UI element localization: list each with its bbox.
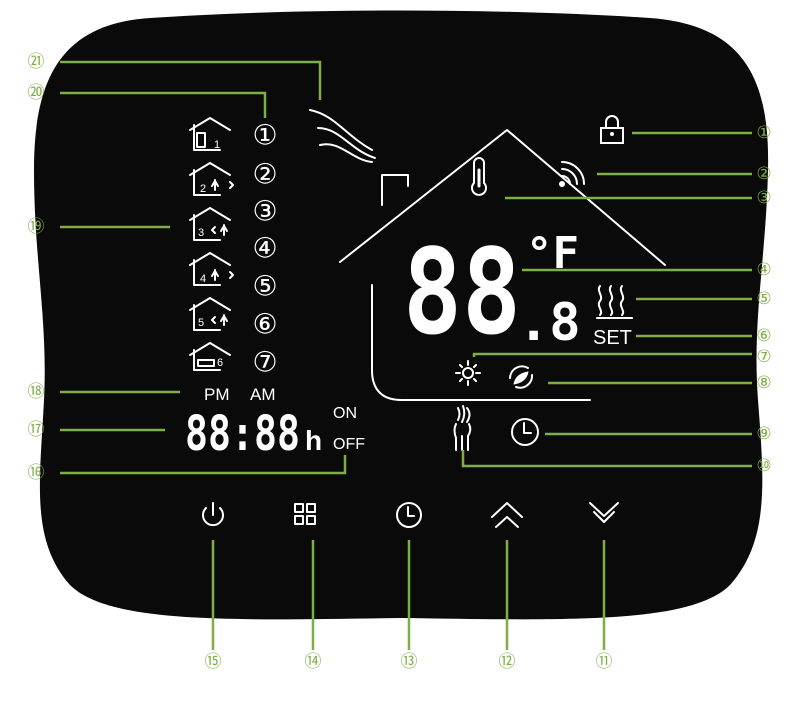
period-5-return-icon — [189, 297, 231, 331]
callout-lines — [60, 60, 752, 650]
day-3: ③ — [252, 195, 277, 228]
am-label: AM — [250, 385, 276, 404]
thermostat-panel — [34, 10, 769, 620]
temperature-unit: °F — [526, 228, 579, 279]
off-label: OFF — [333, 436, 365, 453]
callout-6: ⑥ — [756, 326, 771, 346]
temperature-decimal: .8 — [518, 293, 581, 353]
lock-icon — [600, 115, 624, 144]
menu-button[interactable] — [294, 503, 316, 525]
period-4-leave-icon — [189, 252, 234, 286]
thermometer-icon — [471, 157, 487, 196]
period-6-sleep-icon — [189, 342, 231, 371]
house-outline — [339, 129, 666, 401]
fan-icon — [309, 109, 376, 163]
callout-7: ⑦ — [756, 347, 771, 367]
wifi-icon — [559, 161, 585, 187]
clock-readout: 88:88 — [185, 406, 300, 462]
period-3-number: 3 — [198, 227, 204, 239]
hand-icon — [453, 405, 472, 451]
period-2-leave-icon — [189, 162, 234, 196]
schedule-clock-icon — [511, 418, 539, 446]
callout-15: ⑮ — [205, 652, 222, 672]
on-label: ON — [333, 405, 357, 422]
clock-button[interactable] — [396, 502, 422, 528]
period-1-home-icon — [189, 117, 231, 151]
period-4-number: 4 — [200, 273, 206, 285]
callout-21: ㉑ — [28, 52, 45, 72]
hour-suffix: h — [305, 425, 322, 456]
period-2-number: 2 — [200, 183, 206, 195]
day-7: ⑦ — [252, 346, 277, 379]
callout-numbers: ① ② ③ ④ ⑤ ⑥ ⑦ ⑧ ⑨ ⑩ ⑪ ⑫ ⑬ ⑭ ⑮ ⑯ ⑰ ⑱ ⑲ ⑳ … — [28, 52, 772, 672]
callout-10: ⑩ — [756, 456, 771, 476]
day-indicators: ① ② ③ ④ ⑤ ⑥ ⑦ — [252, 119, 277, 379]
callout-16: ⑯ — [28, 463, 45, 483]
sun-icon — [455, 360, 481, 386]
period-5-number: 5 — [198, 317, 204, 329]
day-1: ① — [252, 119, 277, 152]
day-2: ② — [252, 158, 277, 191]
day-5: ⑤ — [252, 270, 277, 303]
callout-4: ④ — [756, 260, 771, 280]
period-icons: 1 2 3 4 5 6 — [189, 117, 234, 371]
period-6-number: 6 — [217, 357, 223, 369]
period-1-number: 1 — [214, 139, 220, 151]
heating-icon — [596, 285, 633, 319]
temperature-readout: 88 — [403, 223, 521, 361]
callout-11: ⑪ — [596, 652, 613, 672]
callout-1: ① — [756, 123, 771, 143]
period-3-return-icon — [189, 207, 231, 241]
callout-2: ② — [756, 164, 771, 184]
up-button[interactable] — [491, 502, 523, 528]
day-6: ⑥ — [252, 308, 277, 341]
callout-8: ⑧ — [756, 373, 771, 393]
down-button[interactable] — [589, 502, 619, 523]
callout-12: ⑫ — [499, 652, 516, 672]
callout-5: ⑤ — [756, 289, 771, 309]
callout-13: ⑬ — [401, 652, 418, 672]
power-button[interactable] — [202, 502, 224, 527]
eco-icon — [509, 365, 533, 389]
callout-17: ⑰ — [28, 420, 45, 440]
callout-19: ⑲ — [28, 217, 45, 237]
set-label: SET — [593, 327, 632, 349]
callout-3: ③ — [756, 188, 771, 208]
day-4: ④ — [252, 232, 277, 265]
callout-18: ⑱ — [28, 382, 45, 402]
callout-9: ⑨ — [756, 424, 771, 444]
callout-14: ⑭ — [305, 652, 322, 672]
pm-label: PM — [204, 385, 230, 404]
callout-20: ⑳ — [28, 83, 45, 103]
